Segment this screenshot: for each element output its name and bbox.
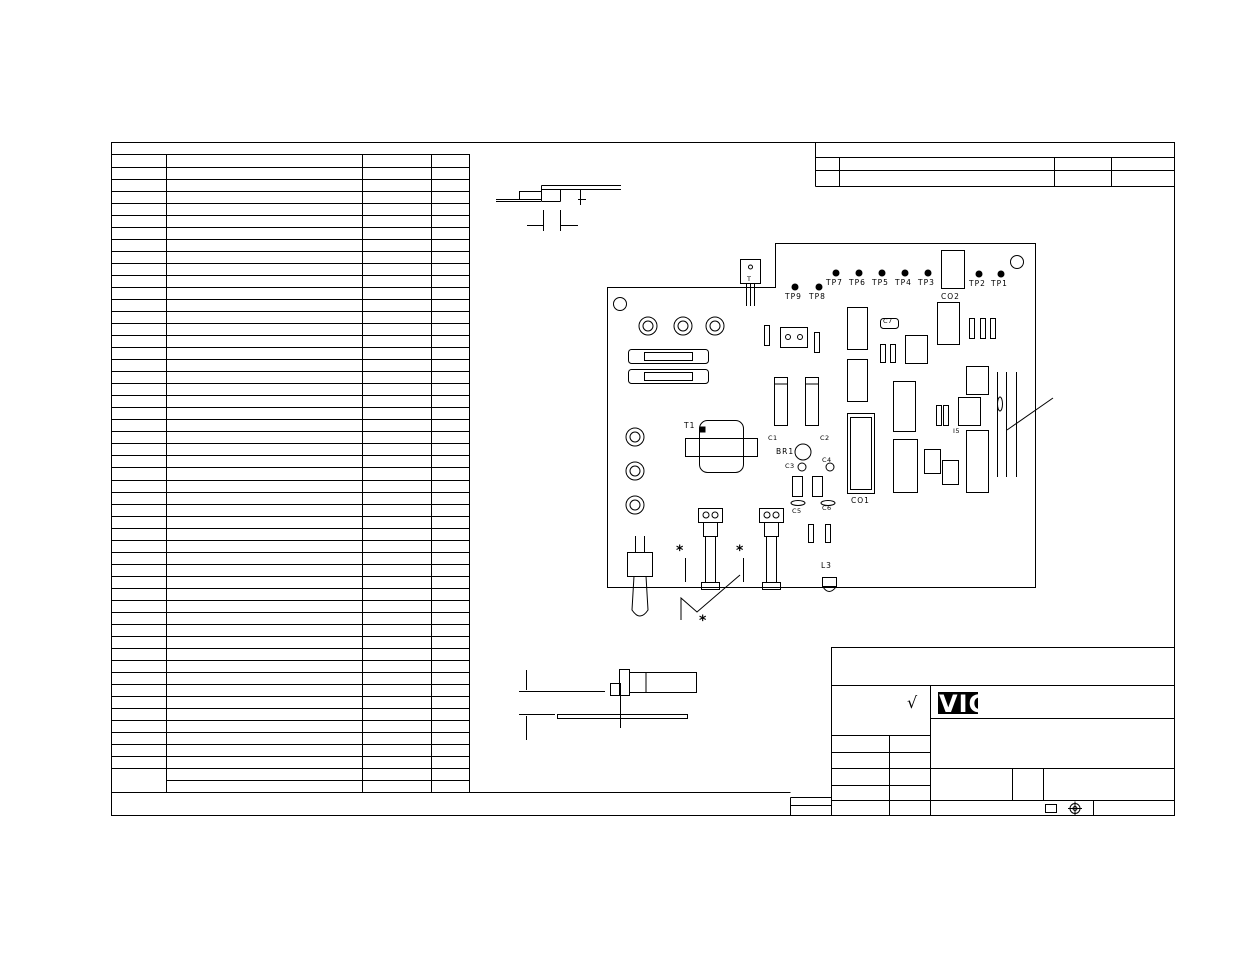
regulator-label: T <box>746 275 751 283</box>
test-point <box>855 269 863 277</box>
test-point-label: TP9 <box>784 292 802 301</box>
u1-label: I5 <box>953 427 960 435</box>
test-point-label: TP8 <box>808 292 826 301</box>
marker-1: * <box>676 543 684 559</box>
c5-label: C5 <box>792 507 802 515</box>
test-point <box>878 269 886 277</box>
test-point-label: TP4 <box>894 278 912 287</box>
c2-label: C2 <box>820 434 830 442</box>
mounting-hole <box>1010 255 1024 269</box>
test-points-top: TP7 TP6 TP5 TP4 TP3 <box>825 269 935 287</box>
test-point <box>832 269 840 277</box>
c4-label: C4 <box>822 456 832 464</box>
title-block <box>790 647 1175 816</box>
c7-label: C7 <box>883 317 893 325</box>
logo-box <box>938 692 978 714</box>
co1-label: CO1 <box>851 496 870 505</box>
test-point-label: TP1 <box>990 279 1008 288</box>
lead-length-detail <box>496 185 621 231</box>
revision-block <box>815 142 1175 187</box>
test-points-left: TP9 TP8 <box>784 283 826 301</box>
trim-pots <box>638 316 725 336</box>
c3-label: C3 <box>785 462 795 470</box>
test-point-label: TP6 <box>848 278 866 287</box>
mounting-detail <box>519 669 697 740</box>
bom-table <box>111 154 791 793</box>
test-point-label: TP5 <box>871 278 889 287</box>
integrated-circuits <box>847 302 989 493</box>
check-mark: √ <box>907 693 918 712</box>
pcb-board: T TP7 TP6 TP5 TP4 TP3 TP9 TP8 TP2 TP1 CO2 <box>607 243 1054 629</box>
screw-terminals <box>625 427 645 515</box>
led-holders <box>698 508 784 590</box>
fuse-holders <box>628 349 709 384</box>
resistors <box>880 318 996 426</box>
t1-label: T1 <box>683 421 695 430</box>
test-point-label: TP3 <box>917 278 935 287</box>
test-point <box>997 270 1005 278</box>
mounting-hole <box>613 297 627 311</box>
pcb-outline <box>607 243 1036 588</box>
c1-label: C1 <box>768 434 778 442</box>
test-point-label: TP2 <box>968 279 986 288</box>
test-point <box>815 283 823 291</box>
co2-label: CO2 <box>941 292 960 301</box>
test-point <box>791 283 799 291</box>
toggle-switch <box>627 536 653 617</box>
test-point-label: TP7 <box>825 278 843 287</box>
test-points-right: TP2 TP1 <box>968 270 1008 288</box>
test-point <box>924 269 932 277</box>
marker-2: * <box>736 543 744 559</box>
marker-3: * <box>699 613 707 629</box>
test-point <box>901 269 909 277</box>
l3-label: L3 <box>821 561 832 570</box>
br1-label: BR1 <box>776 447 794 456</box>
c6-label: C6 <box>822 504 832 512</box>
test-point <box>975 270 983 278</box>
logo-text: VICI <box>939 690 997 718</box>
